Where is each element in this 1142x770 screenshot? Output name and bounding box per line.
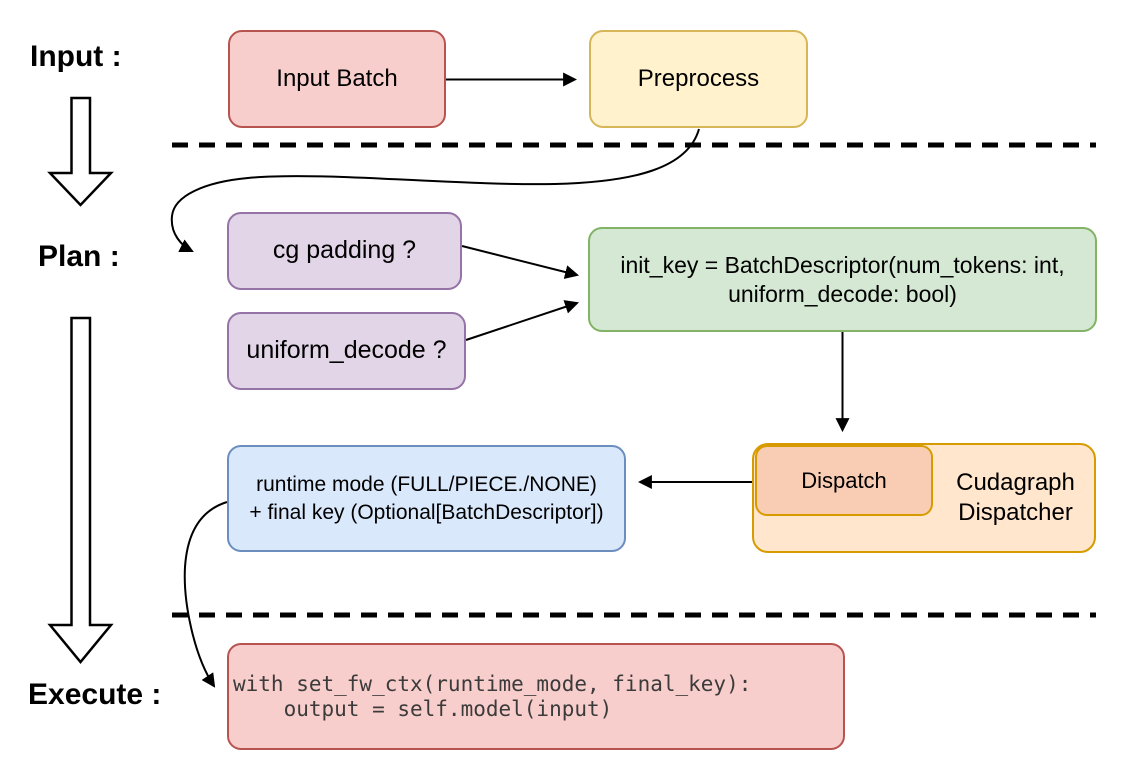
node-cudagraph-dispatcher-line1: Cudagraph bbox=[956, 469, 1075, 496]
node-runtime-mode-line1: runtime mode (FULL/PIECE./NONE) bbox=[256, 472, 597, 496]
node-init-key-line1: init_key = BatchDescriptor(num_tokens: i… bbox=[620, 251, 1065, 278]
hollow-arrow-input-to-plan bbox=[47, 96, 114, 207]
node-init-key: init_key = BatchDescriptor(num_tokens: i… bbox=[588, 227, 1097, 332]
node-cg-padding: cg padding ? bbox=[227, 212, 462, 290]
node-cg-padding-label: cg padding ? bbox=[272, 236, 417, 265]
node-init-key-line2: uniform_decode: bool) bbox=[728, 280, 957, 307]
connector-uniformdecode-initkey bbox=[465, 300, 579, 341]
node-execute-code: with set_fw_ctx(runtime_mode, final_key)… bbox=[227, 643, 845, 750]
node-runtime-mode-final-key: runtime mode (FULL/PIECE./NONE) + final … bbox=[227, 445, 626, 552]
node-dispatch-label: Dispatch bbox=[801, 467, 887, 493]
node-uniform-decode: uniform_decode ? bbox=[227, 312, 466, 390]
node-uniform-decode-label: uniform_decode ? bbox=[246, 336, 447, 365]
section-label-plan: Plan : bbox=[38, 240, 120, 273]
node-cudagraph-dispatcher-line2: Dispatcher bbox=[958, 499, 1073, 526]
node-preprocess: Preprocess bbox=[589, 30, 808, 128]
node-input-batch-label: Input Batch bbox=[276, 65, 398, 92]
node-execute-code-line2: output = self.model(input) bbox=[233, 696, 613, 721]
connector-cgpadding-initkey bbox=[461, 245, 580, 279]
hollow-arrow-plan-to-execute bbox=[47, 316, 114, 664]
node-runtime-mode-line2: + final key (Optional[BatchDescriptor]) bbox=[249, 500, 604, 524]
section-label-input: Input : bbox=[30, 40, 122, 73]
node-cudagraph-dispatcher-text: Cudagraph Dispatcher bbox=[935, 445, 1096, 551]
node-input-batch: Input Batch bbox=[228, 30, 446, 128]
connector-preprocess-cgpadding bbox=[170, 128, 700, 252]
node-execute-code-line1: with set_fw_ctx(runtime_mode, final_key)… bbox=[233, 671, 752, 696]
node-dispatch: Dispatch bbox=[755, 445, 933, 516]
node-preprocess-label: Preprocess bbox=[637, 65, 760, 92]
section-label-execute: Execute : bbox=[28, 678, 162, 711]
connector-runtimemode-executecode bbox=[183, 501, 228, 688]
